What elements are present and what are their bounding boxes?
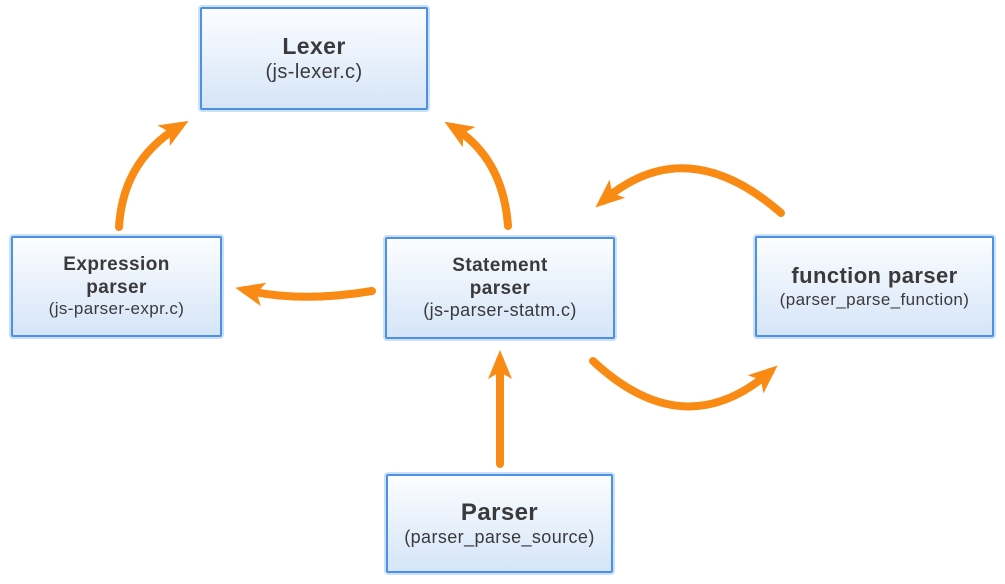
node-title: Parser [460,498,539,526]
node-subtitle: (js-parser-statm.c) [423,300,577,321]
arrow-statement-parser-to-function-parser [589,357,778,411]
node-function-parser: function parser (parser_parse_function) [755,236,994,337]
arrow-statement-parser-to-lexer [444,121,512,230]
node-parser: Parser (parser_parse_source) [386,474,613,573]
node-statement-parser: Statement parser (js-parser-statm.c) [385,237,615,339]
node-subtitle: (parser_parse_source) [404,527,595,548]
node-subtitle: (js-lexer.c) [265,61,363,84]
node-title: Lexer [282,33,346,60]
arrow-expression-parser-to-lexer [115,120,189,231]
node-subtitle: (parser_parse_function) [779,289,970,309]
node-subtitle: (js-parser-expr.c) [48,299,185,319]
node-lexer: Lexer (js-lexer.c) [200,7,428,110]
node-title: Expression parser [63,253,170,299]
node-expression-parser: Expression parser (js-parser-expr.c) [11,236,222,337]
arrow-function-parser-to-statement-parser [595,164,785,217]
node-title: Statement parser [452,254,548,300]
arrow-statement-parser-to-expression-parser [235,282,376,307]
node-title: function parser [791,262,958,288]
